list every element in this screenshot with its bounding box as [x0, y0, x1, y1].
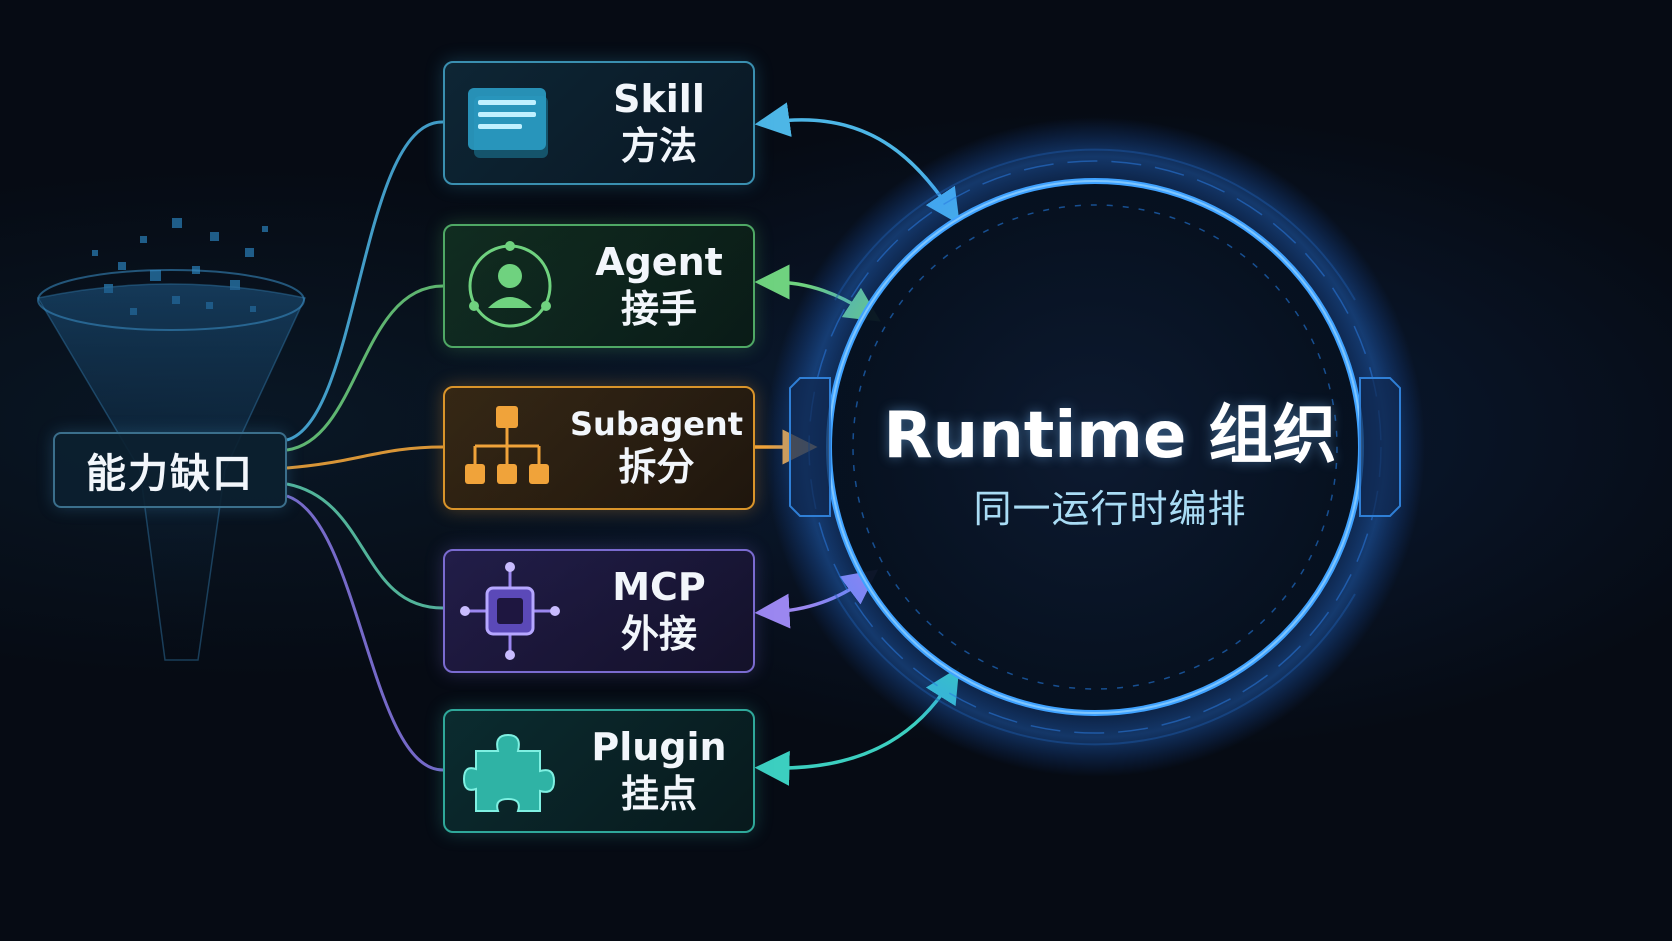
user-orbit-icon: [468, 241, 552, 328]
puzzle-piece-icon: [462, 733, 556, 812]
source-connectors: [286, 120, 444, 772]
agent-title: Agent: [595, 239, 723, 284]
subagent-title: Subagent: [569, 405, 743, 444]
runtime-ring: [765, 117, 1425, 777]
plugin-subtitle: 挂点: [620, 772, 697, 816]
agent-subtitle: 接手: [620, 287, 697, 331]
mcp-card: MCP 外接: [443, 549, 755, 673]
subagent-card: Subagent 拆分: [443, 386, 755, 510]
hierarchy-tree-icon: [465, 406, 550, 484]
mcp-title: MCP: [612, 564, 706, 609]
skill-subtitle: 方法: [620, 124, 697, 168]
skill-title: Skill: [613, 76, 705, 121]
mcp-subtitle: 外接: [620, 612, 697, 656]
capability-gap-label: 能力缺口: [86, 451, 254, 497]
document-stack-icon: [468, 88, 548, 158]
chip-connector-icon: [460, 562, 560, 660]
plugin-card: Plugin 挂点: [443, 709, 755, 833]
subagent-subtitle: 拆分: [618, 445, 695, 490]
skill-card: Skill 方法: [443, 61, 755, 185]
runtime-subtitle: 同一运行时编排: [973, 487, 1247, 531]
capability-gap-box: 能力缺口: [53, 432, 287, 508]
runtime-title: Runtime 组织: [883, 399, 1337, 473]
agent-card: Agent 接手: [443, 224, 755, 348]
plugin-title: Plugin: [591, 724, 727, 769]
